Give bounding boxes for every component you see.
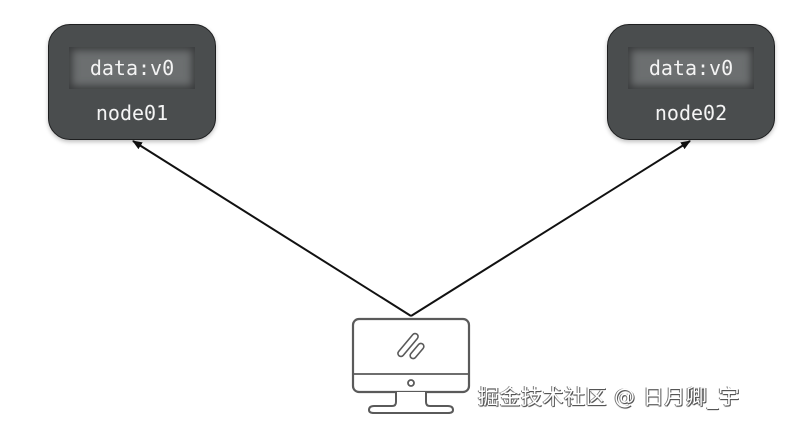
node-02: data:v0 node02 (607, 24, 775, 140)
edge-client-to-node02 (410, 140, 691, 317)
screen-glare-icon (397, 332, 425, 360)
node-02-label: node02 (654, 101, 728, 125)
node-01: data:v0 node01 (48, 24, 216, 140)
node-01-data-box: data:v0 (69, 47, 195, 89)
node-02-data-box: data:v0 (628, 47, 754, 89)
node-01-label: node01 (95, 101, 169, 125)
watermark: 掘金技术社区 @ 日月卿_宇 (478, 385, 740, 409)
edge-client-to-node01 (132, 140, 412, 317)
desktop-monitor-icon (351, 317, 471, 414)
